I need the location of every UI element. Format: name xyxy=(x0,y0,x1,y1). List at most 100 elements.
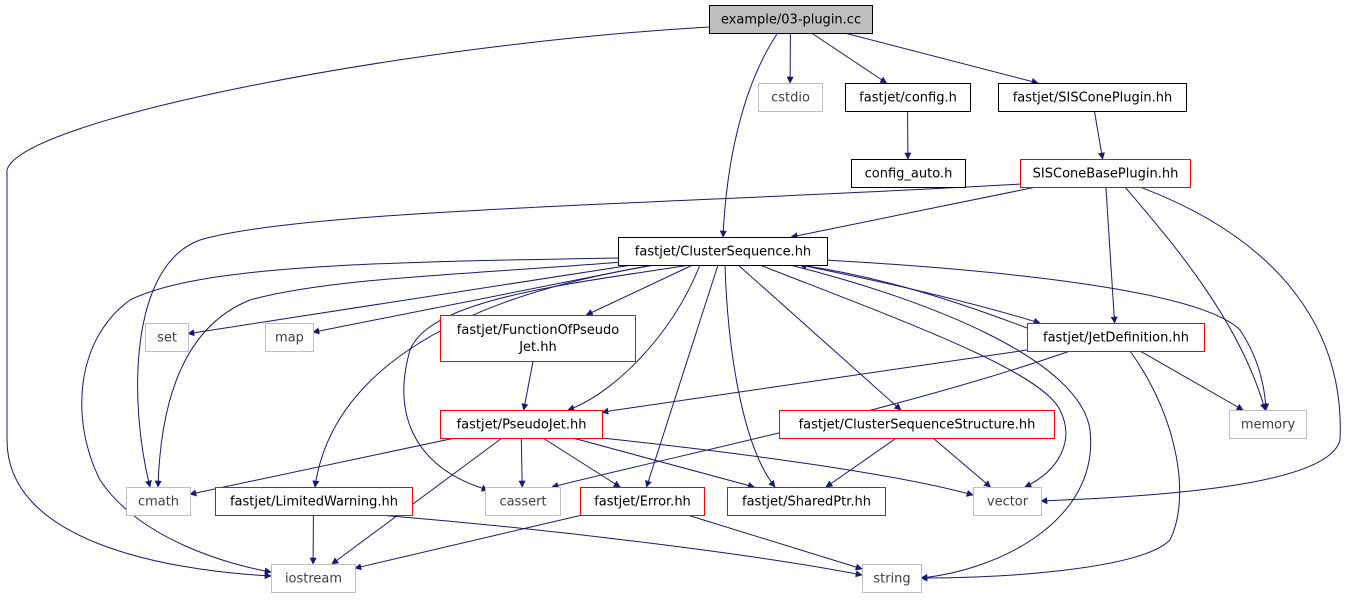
edge-pseudojet-to-iostream xyxy=(331,437,503,565)
node-box xyxy=(485,487,561,516)
edge-cs_structure-to-vector xyxy=(932,437,992,488)
node-config_auto[interactable]: config_auto.h xyxy=(851,159,966,188)
node-label: cmath xyxy=(138,495,179,510)
node-label: fastjet/JetDefinition.hh xyxy=(1043,331,1189,346)
edge-cluster_seq-to-cmath xyxy=(154,261,623,488)
edge-jet_def-to-memory xyxy=(1139,350,1244,411)
edge-siscone_base-to-cluster_seq xyxy=(790,186,1037,240)
nodes-layer: example/03-plugin.cc cstdio fastjet/config… xyxy=(126,5,1307,593)
edge-error-to-string xyxy=(687,514,863,571)
node-box xyxy=(618,237,828,266)
node-map: map xyxy=(265,323,314,352)
node-box xyxy=(580,487,705,516)
node-box xyxy=(1229,410,1307,439)
node-label: set xyxy=(157,331,177,346)
node-memory: memory xyxy=(1229,410,1307,439)
node-label: cstdio xyxy=(771,91,810,106)
edge-siscone_base-to-memory xyxy=(1124,186,1267,411)
edge-func_pj-to-pseudojet xyxy=(521,360,534,411)
edge-root-to-config_h xyxy=(811,32,888,84)
node-shared_ptr[interactable]: fastjet/SharedPtr.hh xyxy=(727,487,886,516)
node-label: fastjet/ClusterSequenceStructure.hh xyxy=(799,418,1036,433)
edge-cluster_seq-to-cs_structure xyxy=(737,264,902,411)
edge-pseudojet-to-cassert xyxy=(518,437,526,488)
edge-cluster_seq-to-pseudojet xyxy=(567,264,701,412)
node-box xyxy=(851,159,966,188)
node-error[interactable]: fastjet/Error.hh xyxy=(580,487,705,516)
node-box xyxy=(758,83,823,112)
node-cmath: cmath xyxy=(126,487,191,516)
node-limited_warning[interactable]: fastjet/LimitedWarning.hh xyxy=(215,487,413,516)
node-box xyxy=(145,323,189,352)
edges-layer xyxy=(6,26,1341,582)
node-label: memory xyxy=(1241,418,1296,433)
edge-root-to-siscone_plugin xyxy=(844,32,1039,85)
node-box xyxy=(998,83,1187,112)
node-box xyxy=(265,323,314,352)
edge-cluster_seq-to-memory xyxy=(824,259,1270,411)
edge-cluster_seq-to-func_pj xyxy=(585,264,693,316)
edge-siscone_base-to-jet_def xyxy=(1105,186,1118,324)
edge-root-to-cluster_seq xyxy=(719,33,778,238)
edge-root-to-iostream xyxy=(6,26,710,580)
edge-cs_structure-to-shared_ptr xyxy=(825,437,897,488)
node-box xyxy=(215,487,413,516)
node-box xyxy=(126,487,191,516)
node-box xyxy=(727,487,886,516)
node-cs_structure[interactable]: fastjet/ClusterSequenceStructure.hh xyxy=(779,410,1055,439)
edge-siscone_base-to-cmath xyxy=(137,183,1023,488)
node-label: fastjet/LimitedWarning.hh xyxy=(230,495,398,510)
edge-cluster_seq-to-cassert xyxy=(403,264,691,492)
node-label: Jet.hh xyxy=(518,340,557,355)
node-box xyxy=(440,410,603,439)
edge-pseudojet-to-shared_ptr xyxy=(572,437,755,489)
node-box xyxy=(709,5,873,34)
edge-cluster_seq-to-error xyxy=(645,264,719,488)
edge-cluster_seq-to-vector xyxy=(759,264,1067,488)
node-cassert: cassert xyxy=(485,487,561,516)
node-jet_def[interactable]: fastjet/JetDefinition.hh xyxy=(1027,323,1205,352)
node-string: string xyxy=(862,564,922,593)
node-iostream: iostream xyxy=(271,564,356,593)
node-label: string xyxy=(873,572,910,587)
node-box xyxy=(440,315,636,362)
edge-cluster_seq-to-set xyxy=(187,264,633,337)
node-box xyxy=(271,564,356,593)
node-vector: vector xyxy=(973,487,1042,516)
node-cstdio: cstdio xyxy=(758,83,823,112)
edge-error-to-iostream xyxy=(354,514,583,571)
node-label: vector xyxy=(987,495,1029,510)
node-label: fastjet/FunctionOfPseudo xyxy=(457,323,619,338)
node-box xyxy=(779,410,1055,439)
node-label: iostream xyxy=(285,572,342,587)
node-label: fastjet/Error.hh xyxy=(594,495,691,510)
edge-pseudojet-to-cmath xyxy=(189,437,456,497)
node-siscone_base[interactable]: SISConeBasePlugin.hh xyxy=(1020,159,1191,188)
node-label: fastjet/config.h xyxy=(859,91,957,106)
node-set: set xyxy=(145,323,189,352)
edge-cluster_seq-to-string xyxy=(789,264,1092,581)
node-siscone_plugin[interactable]: fastjet/SISConePlugin.hh xyxy=(998,83,1187,112)
edge-siscone_base-to-vector xyxy=(1040,186,1341,505)
node-box xyxy=(1027,323,1205,352)
node-root[interactable]: example/03-plugin.cc xyxy=(709,5,873,34)
node-label: SISConeBasePlugin.hh xyxy=(1033,167,1179,182)
node-box xyxy=(862,564,922,593)
edge-cluster_seq-to-jet_def xyxy=(799,264,1041,325)
node-label: fastjet/SharedPtr.hh xyxy=(742,495,871,510)
edge-limited_warning-to-string xyxy=(379,514,863,578)
edge-jet_def-to-pseudojet xyxy=(601,349,1028,415)
edge-jet_def-to-cluster_seq xyxy=(799,262,1028,329)
node-box xyxy=(845,83,971,112)
node-pseudojet[interactable]: fastjet/PseudoJet.hh xyxy=(440,410,603,439)
edge-jet_def-to-string xyxy=(920,350,1181,582)
node-cluster_seq[interactable]: fastjet/ClusterSequence.hh xyxy=(618,237,828,266)
node-label: example/03-plugin.cc xyxy=(721,13,861,28)
node-config_h[interactable]: fastjet/config.h xyxy=(845,83,971,112)
node-label: fastjet/SISConePlugin.hh xyxy=(1013,91,1173,106)
edge-siscone_plugin-to-siscone_base xyxy=(1093,110,1105,160)
node-label: config_auto.h xyxy=(865,167,953,182)
node-label: cassert xyxy=(499,495,546,510)
